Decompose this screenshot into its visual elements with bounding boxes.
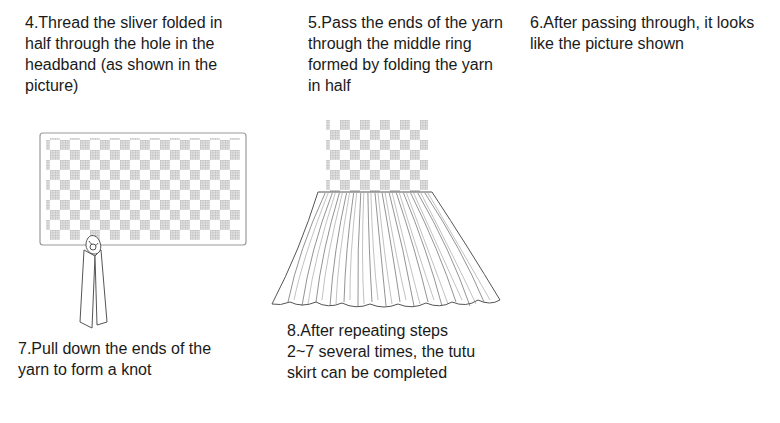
step-text: 7.Pull down the ends of the yarn to form… [18, 338, 218, 380]
headband-mesh [46, 138, 240, 240]
step-text: 5.Pass the ends of the yarn through the … [308, 12, 506, 96]
step-text: 6.After passing through, it looks like t… [530, 12, 770, 54]
headband-mesh [326, 120, 428, 192]
yarn-knot [80, 236, 107, 328]
skirt-pleats [288, 193, 490, 306]
step-text: 4.Thread the sliver folded in half throu… [25, 12, 225, 96]
tutu-skirt [272, 192, 500, 307]
headband [40, 133, 246, 245]
step-text: 8.After repeating steps 2~7 several time… [287, 320, 477, 383]
